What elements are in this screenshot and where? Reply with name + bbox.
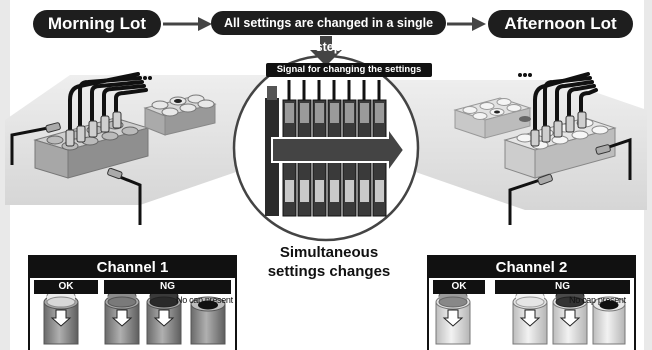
caption-line-1: Simultaneous <box>279 244 379 261</box>
caption-line-2: settings changes <box>267 263 391 280</box>
right-edge-band <box>644 0 652 350</box>
ch2-ng-product-1 <box>512 289 548 345</box>
channel1-ok-tag: OK <box>34 280 98 294</box>
channel2-ok-tag: OK <box>433 280 485 294</box>
channel1-no-cap-label: No cap present <box>176 295 233 305</box>
left-sensor-dots <box>138 76 152 80</box>
channel1-box: Channel 1 OK NG No cap present <box>28 255 237 350</box>
ch1-ng-product-2 <box>146 289 182 345</box>
ch2-no-cap-product <box>592 296 626 345</box>
right-sensor-heads <box>530 111 587 147</box>
center-caption: Simultaneous settings changes <box>244 243 414 281</box>
right-sensor-cables <box>533 72 598 140</box>
channel2-title: Channel 2 <box>429 257 634 278</box>
left-sensor-heads <box>65 111 122 147</box>
channel2-box: Channel 2 OK NG No cap present <box>427 255 636 350</box>
ch2-ok-product <box>435 289 471 345</box>
left-product-tray <box>33 94 217 179</box>
ch2-ng-product-2 <box>552 289 588 345</box>
left-side-sensors <box>10 126 142 225</box>
all-settings-label: All settings are changed in a single ste… <box>211 11 446 54</box>
header-arrows <box>163 17 486 31</box>
ch1-no-cap-product <box>190 296 226 345</box>
down-arrow <box>310 36 342 66</box>
signal-arrow <box>271 124 406 176</box>
channel2-no-cap-label: No cap present <box>569 295 626 305</box>
channel2-products <box>435 289 626 345</box>
left-sensor-cables <box>68 72 148 140</box>
right-conveyor <box>352 80 647 210</box>
channel1-ng-tag: NG <box>104 280 231 294</box>
afternoon-lot-label: Afternoon Lot <box>488 10 633 38</box>
signal-label: Signal for changing the settings <box>266 63 432 77</box>
channel1-products <box>43 289 226 345</box>
morning-lot-label: Morning Lot <box>33 10 161 38</box>
ch1-ng-product-1 <box>104 289 140 345</box>
channel2-ng-tag: NG <box>495 280 630 294</box>
channel1-title: Channel 1 <box>30 257 235 278</box>
ch1-ok-product <box>43 289 79 345</box>
right-sensor-dots <box>518 73 532 77</box>
